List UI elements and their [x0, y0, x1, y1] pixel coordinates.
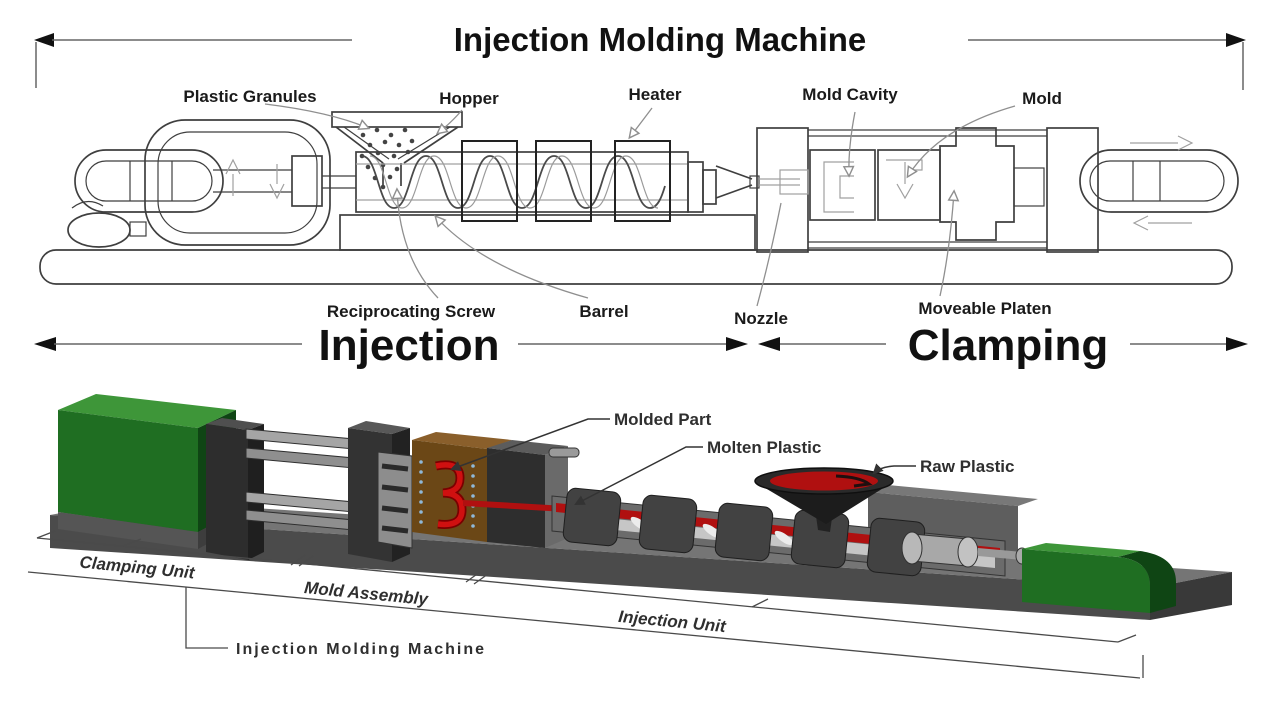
clamping-cylinder — [1079, 149, 1239, 213]
injection-drive-unit — [67, 119, 356, 248]
cooling-channel-dots — [419, 460, 475, 528]
label-molten-plastic: Molten Plastic — [707, 438, 821, 457]
clamping-right-arrow-icon — [1226, 337, 1248, 351]
moveable-platen-block — [939, 127, 1015, 241]
label-nozzle: Nozzle — [734, 309, 788, 328]
flow-up-arrow-icon — [225, 158, 241, 175]
mold-down-arrow-icon — [896, 183, 914, 200]
right-arrow-icon — [1226, 33, 1246, 47]
clamping-section-drawing — [756, 127, 1239, 253]
mixing-arrow-icon — [835, 474, 873, 488]
clamp-support-column — [1046, 127, 1099, 253]
label-mold: Mold — [1022, 89, 1062, 108]
left-arrow-icon — [34, 33, 54, 47]
motion-left-arrow-icon — [1132, 215, 1149, 231]
hopper-shape — [331, 111, 463, 186]
heater-band — [535, 140, 592, 222]
dimension-ticks — [36, 530, 1137, 643]
schematic-2d: Injection Molding Machine — [34, 21, 1248, 370]
flow-down-arrow-icon — [269, 183, 285, 200]
illustration-dimensions — [27, 530, 1144, 679]
clamping-left-arrow-icon — [758, 337, 780, 351]
machine-base — [39, 249, 1233, 285]
schematic-machine-drawing — [39, 111, 1239, 285]
illustration-leaders — [450, 418, 916, 505]
mold-knob — [548, 447, 580, 458]
injection-barrel-3d — [551, 485, 1038, 577]
heater-band — [614, 140, 671, 222]
injection-left-arrow-icon — [34, 337, 56, 351]
mold-plate-slots — [381, 463, 409, 534]
reciprocating-screw-flights — [361, 155, 666, 209]
stationary-platen — [756, 127, 809, 253]
label-injection-molding-machine: Injection Molding Machine — [236, 641, 486, 658]
label-molded-part: Molded Part — [614, 410, 712, 429]
hopper-funnel-3d — [754, 467, 894, 532]
label-plastic-granules: Plastic Granules — [183, 87, 316, 106]
schematic-title: Injection Molding Machine — [454, 21, 867, 58]
tie-bars — [245, 428, 355, 531]
injection-housing-3d — [1022, 543, 1176, 613]
label-hopper: Hopper — [439, 89, 499, 108]
motion-right-arrow-icon — [1177, 135, 1194, 151]
illustration-3d: Molded Part Molten Plastic Raw Plastic C… — [27, 394, 1232, 679]
injection-right-arrow-icon — [726, 337, 748, 351]
screw-drive-3d — [901, 531, 1029, 568]
heater-band — [461, 140, 518, 222]
barrel-and-screw — [355, 140, 800, 222]
label-injection-unit: Injection Unit — [618, 607, 728, 636]
mold-cavity-block — [809, 149, 876, 221]
nozzle-shape — [687, 161, 760, 213]
section-dimensions: Injection Clamping — [34, 321, 1248, 370]
accumulator — [67, 212, 131, 248]
section-injection: Injection — [319, 321, 500, 370]
label-raw-plastic: Raw Plastic — [920, 457, 1015, 476]
section-clamping: Clamping — [908, 321, 1108, 370]
label-heater: Heater — [629, 85, 682, 104]
schematic-title-dimension: Injection Molding Machine — [34, 21, 1246, 90]
schematic-leaders — [264, 103, 1016, 307]
label-mold-cavity: Mold Cavity — [802, 85, 898, 104]
barrel-pedestal — [339, 214, 756, 251]
label-moveable-platen: Moveable Platen — [918, 299, 1051, 318]
label-barrel: Barrel — [579, 302, 628, 321]
label-reciprocating-screw: Reciprocating Screw — [327, 302, 496, 321]
